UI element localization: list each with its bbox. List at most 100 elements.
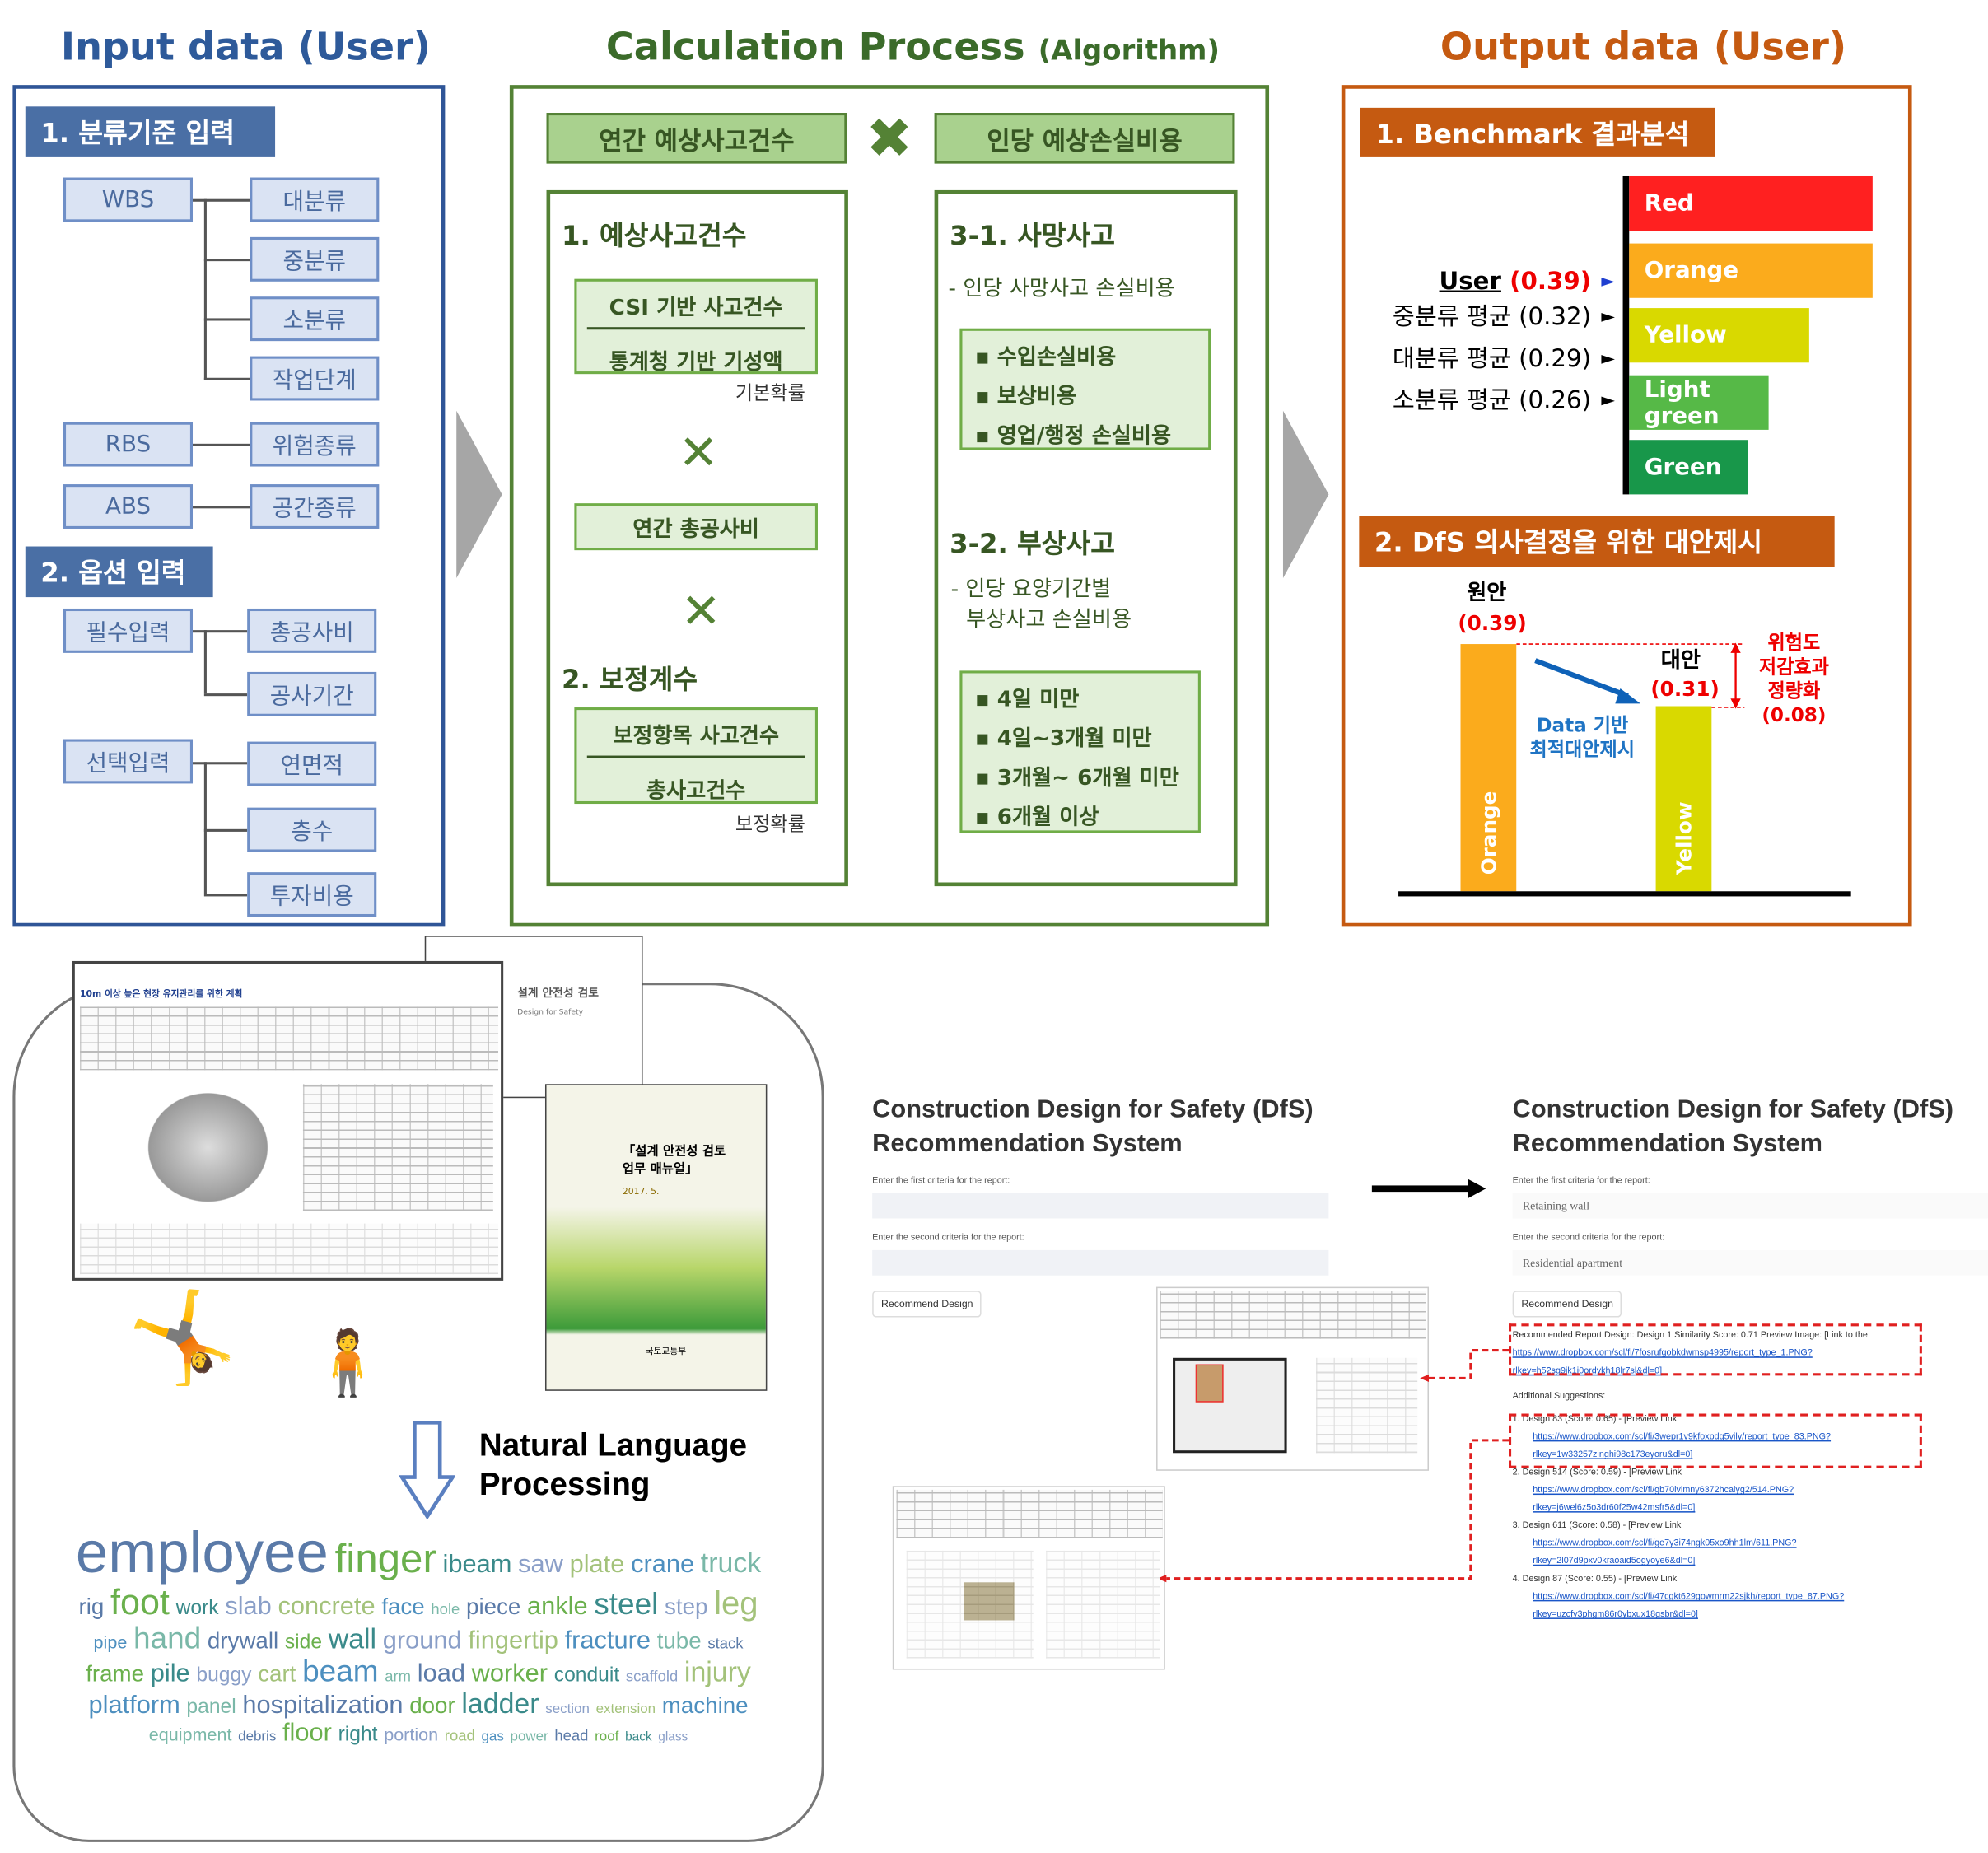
second-criteria-input[interactable]: [872, 1249, 1329, 1276]
risk-level-bar: Green: [1629, 440, 1748, 495]
word-cloud-word: cart: [258, 1660, 296, 1687]
correction-probability-label: 보정확률: [735, 812, 805, 836]
denominator: 총사고건수: [646, 778, 746, 805]
word-cloud-word: power: [510, 1729, 548, 1745]
word-cloud-word: equipment: [148, 1724, 232, 1745]
word-cloud-word: concrete: [278, 1593, 376, 1621]
optional-input-box: 선택입력: [63, 739, 194, 784]
preview-link[interactable]: rlkey=h52sg9jk1j0ordykh18lr7sl&dl=0]: [1512, 1366, 1663, 1376]
word-cloud-word: panel: [186, 1696, 236, 1719]
alternative-value: (0.31): [1650, 677, 1720, 702]
preview-link[interactable]: https://www.dropbox.com/scl/fi/3wepr1v9k…: [1533, 1432, 1832, 1442]
abs-box: ABS: [63, 484, 194, 529]
input-panel: [12, 85, 446, 927]
output-title: Output data (User): [1440, 25, 1847, 70]
word-cloud-word: step: [665, 1594, 708, 1620]
flow-arrow-icon: [456, 410, 502, 579]
word-cloud-word: wall: [328, 1622, 377, 1655]
word-cloud-word: door: [409, 1692, 455, 1719]
section-dfs-alternative: 2. DfS 의사결정을 위한 대안제시: [1359, 516, 1835, 567]
alternative-bar: [1655, 706, 1712, 892]
word-cloud-word: head: [554, 1726, 589, 1745]
baseline: [1398, 891, 1851, 897]
word-cloud-word: employee: [75, 1519, 329, 1585]
risk-level-bar: Light green: [1629, 375, 1769, 430]
required-item: 공사기간: [247, 671, 377, 716]
highlight-box: [1509, 1413, 1922, 1468]
design-preview-2: [892, 1486, 1165, 1670]
risk-level-bar: Red: [1629, 175, 1873, 231]
pointer-icon: ►: [1601, 390, 1615, 411]
word-cloud-word: rig: [78, 1594, 105, 1620]
preview-link[interactable]: https://www.dropbox.com/scl/fi/7fosrufgo…: [1512, 1349, 1813, 1358]
word-cloud-word: steel: [594, 1587, 659, 1622]
preview-link[interactable]: rlkey=j6wel6z5o3dr60f25w42msfr5&dl=0]: [1533, 1503, 1696, 1513]
base-probability-label: 기본확률: [735, 381, 805, 405]
word-cloud-word: ibeam: [442, 1550, 512, 1579]
word-cloud-word: side: [284, 1631, 323, 1654]
wbs-item: 대분류: [250, 177, 380, 222]
section-option-input: 2. 옵션 입력: [25, 546, 213, 598]
accident-pictogram-icon: 🤸: [126, 1286, 238, 1390]
word-cloud-word: arm: [385, 1667, 412, 1685]
section-expected-accidents: 1. 예상사고건수: [561, 220, 747, 251]
output-panel: [1341, 85, 1912, 927]
second-criteria-input[interactable]: Residential apartment: [1512, 1249, 1988, 1276]
preview-link[interactable]: https://www.dropbox.com/scl/fi/ge7y3i74n…: [1533, 1538, 1797, 1548]
word-cloud-word: truck: [700, 1547, 762, 1579]
app-after: Construction Design for Safety (DfS)Reco…: [1512, 1093, 1988, 1624]
word-cloud-word: portion: [384, 1724, 439, 1745]
annual-total-cost-box: 연간 총공사비: [574, 503, 818, 551]
suggestion-item: 1. Design 83 (Score: 0.65) - [Preview Li…: [1513, 1411, 1988, 1464]
list-item: ▪ 6개월 이상: [974, 805, 1099, 831]
word-cloud-word: slab: [225, 1593, 272, 1621]
word-cloud-word: glass: [658, 1730, 688, 1745]
word-cloud-word: roof: [595, 1729, 619, 1745]
preview-link[interactable]: rlkey=1w33257zinghi98c173eyoru&dl=0]: [1533, 1450, 1693, 1459]
word-cloud-word: scaffold: [625, 1667, 679, 1685]
avg-score: 중분류 평균 (0.32): [1392, 302, 1592, 331]
preview-link[interactable]: rlkey=uzcfy3phgm86r0ybxux18gsbr&dl=0]: [1533, 1610, 1698, 1619]
loss-cost-box: [934, 189, 1238, 887]
word-cloud-word: pile: [150, 1659, 190, 1687]
word-cloud-word: injury: [684, 1655, 751, 1687]
preview-link[interactable]: https://www.dropbox.com/scl/fi/47cgkt629…: [1533, 1592, 1845, 1602]
required-input-box: 필수입력: [63, 608, 194, 653]
word-cloud-word: extension: [595, 1701, 656, 1717]
avg-score: 소분류 평균 (0.26): [1392, 386, 1592, 415]
worker-pictogram-icon: 🧍: [308, 1326, 387, 1400]
word-cloud-word: machine: [661, 1692, 749, 1719]
section-injury-accident: 3-2. 부상사고: [950, 528, 1116, 559]
recommend-design-button[interactable]: Recommend Design: [1512, 1291, 1622, 1318]
denominator: 통계청 기반 기성액: [609, 349, 783, 376]
first-criteria-input[interactable]: Retaining wall: [1512, 1193, 1988, 1219]
word-cloud-word: platform: [88, 1691, 180, 1720]
suggestion-item: 4. Design 87 (Score: 0.55) - [Preview Li…: [1513, 1571, 1988, 1624]
original-value: (0.39): [1458, 611, 1527, 636]
risk-level-bar: Orange: [1629, 243, 1873, 298]
injury-desc: - 인당 요양기간별: [950, 576, 1112, 603]
right-arrow-icon: [1371, 1179, 1486, 1198]
user-score: User (0.39): [1439, 267, 1592, 296]
pointer-icon: ►: [1601, 271, 1615, 292]
word-cloud-word: section: [545, 1701, 590, 1717]
word-cloud-word: buggy: [196, 1664, 252, 1687]
first-criteria-input[interactable]: [872, 1193, 1329, 1219]
preview-link[interactable]: https://www.dropbox.com/scl/fi/gb70ivimn…: [1533, 1486, 1794, 1496]
recommend-design-button[interactable]: Recommend Design: [872, 1291, 982, 1318]
rbs-item: 위험종류: [250, 422, 380, 467]
word-cloud-word: hospitalization: [242, 1691, 404, 1720]
base-probability-fraction: CSI 기반 사고건수 통계청 기반 기성액: [574, 278, 818, 376]
required-item: 총공사비: [247, 608, 377, 653]
word-cloud-word: gas: [481, 1729, 504, 1745]
list-item: ▪ 3개월~ 6개월 미만: [974, 765, 1179, 791]
annual-accidents-header: 연간 예상사고건수: [546, 113, 847, 164]
multiply-icon: ✕: [678, 424, 719, 481]
list-item: ▪ 수입손실비용: [974, 344, 1117, 371]
preview-link[interactable]: rlkey=2l07d9pxv0kraoaid5ogyoye6&dl=0]: [1533, 1557, 1696, 1566]
word-cloud-word: crane: [631, 1550, 695, 1579]
plan-document: 10m 이상 높은 현장 유지관리를 위한 계획: [72, 960, 504, 1281]
